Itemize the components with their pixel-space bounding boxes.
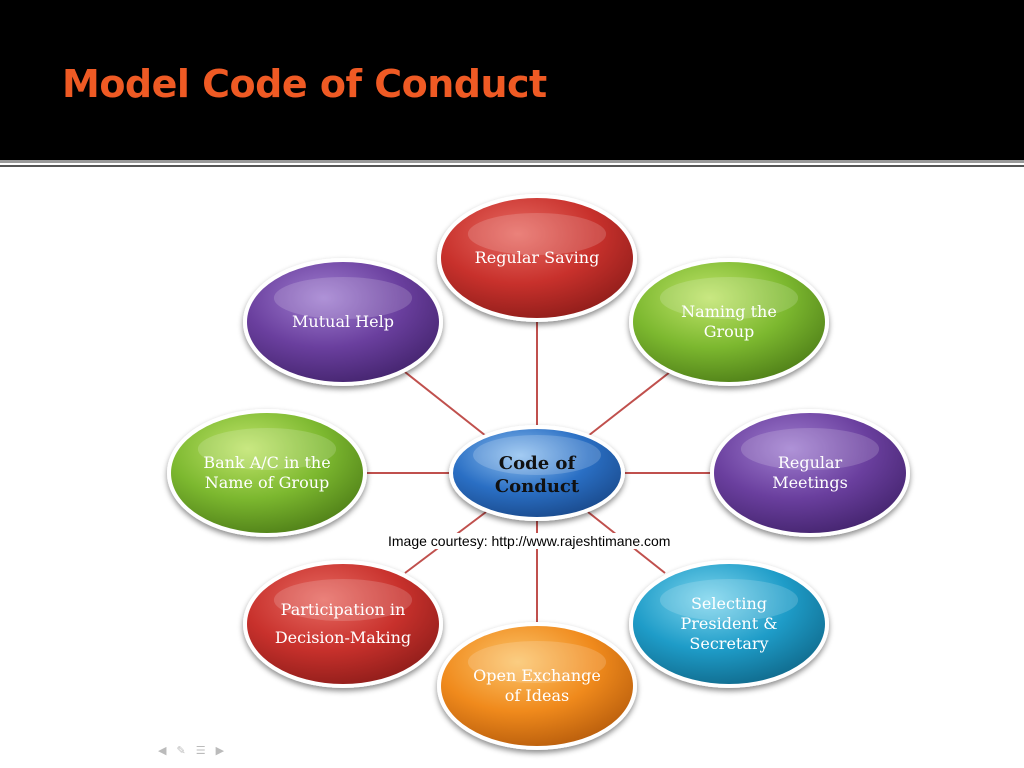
node-label-selecting-president-3: Secretary bbox=[689, 634, 768, 653]
node-label-regular-meetings-2: Meetings bbox=[772, 473, 848, 492]
prev-arrow-icon[interactable]: ◀ bbox=[158, 744, 167, 757]
node-participation: Participation in Decision-Making bbox=[243, 560, 443, 688]
node-label-open-exchange-1: Open Exchange bbox=[473, 666, 601, 685]
node-label-selecting-president-2: President & bbox=[681, 614, 778, 633]
node-label-open-exchange-2: of Ideas bbox=[505, 686, 569, 705]
connector-mutual-help bbox=[404, 371, 487, 437]
node-label-mutual-help-1: Mutual Help bbox=[292, 312, 394, 331]
node-label-bank-ac-2: Name of Group bbox=[205, 473, 330, 492]
node-label-regular-saving-1: Regular Saving bbox=[475, 248, 600, 267]
slide-nav: ◀ ✎ ☰ ▶ bbox=[158, 744, 224, 757]
node-label-regular-meetings-1: Regular bbox=[778, 453, 843, 472]
hub-label-line1: Code of bbox=[499, 453, 577, 474]
node-regular-saving: Regular Saving bbox=[437, 194, 637, 322]
slide-header: Model Code of Conduct bbox=[0, 0, 1024, 160]
slide-title: Model Code of Conduct bbox=[62, 62, 547, 106]
next-arrow-icon[interactable]: ▶ bbox=[215, 744, 225, 757]
node-label-participation-2: Decision-Making bbox=[275, 628, 411, 647]
header-divider-shadow bbox=[0, 165, 1024, 167]
node-label-selecting-president-1: Selecting bbox=[691, 594, 767, 613]
connector-naming-group bbox=[587, 371, 671, 437]
node-label-naming-group-2: Group bbox=[704, 322, 755, 341]
header-divider-highlight bbox=[0, 163, 1024, 165]
hub-node: Code of Conduct bbox=[449, 425, 625, 521]
node-label-bank-ac-1: Bank A/C in the bbox=[203, 453, 330, 472]
node-mutual-help: Mutual Help bbox=[243, 258, 443, 386]
image-courtesy-text: Image courtesy: http://www.rajeshtimane.… bbox=[386, 533, 673, 549]
node-label-naming-group-1: Naming the bbox=[681, 302, 777, 321]
hub-label-line2: Conduct bbox=[495, 476, 580, 497]
header-divider bbox=[0, 160, 1024, 163]
pen-icon[interactable]: ✎ bbox=[176, 744, 186, 757]
menu-icon[interactable]: ☰ bbox=[195, 744, 206, 757]
node-label-participation-1: Participation in bbox=[281, 600, 406, 619]
